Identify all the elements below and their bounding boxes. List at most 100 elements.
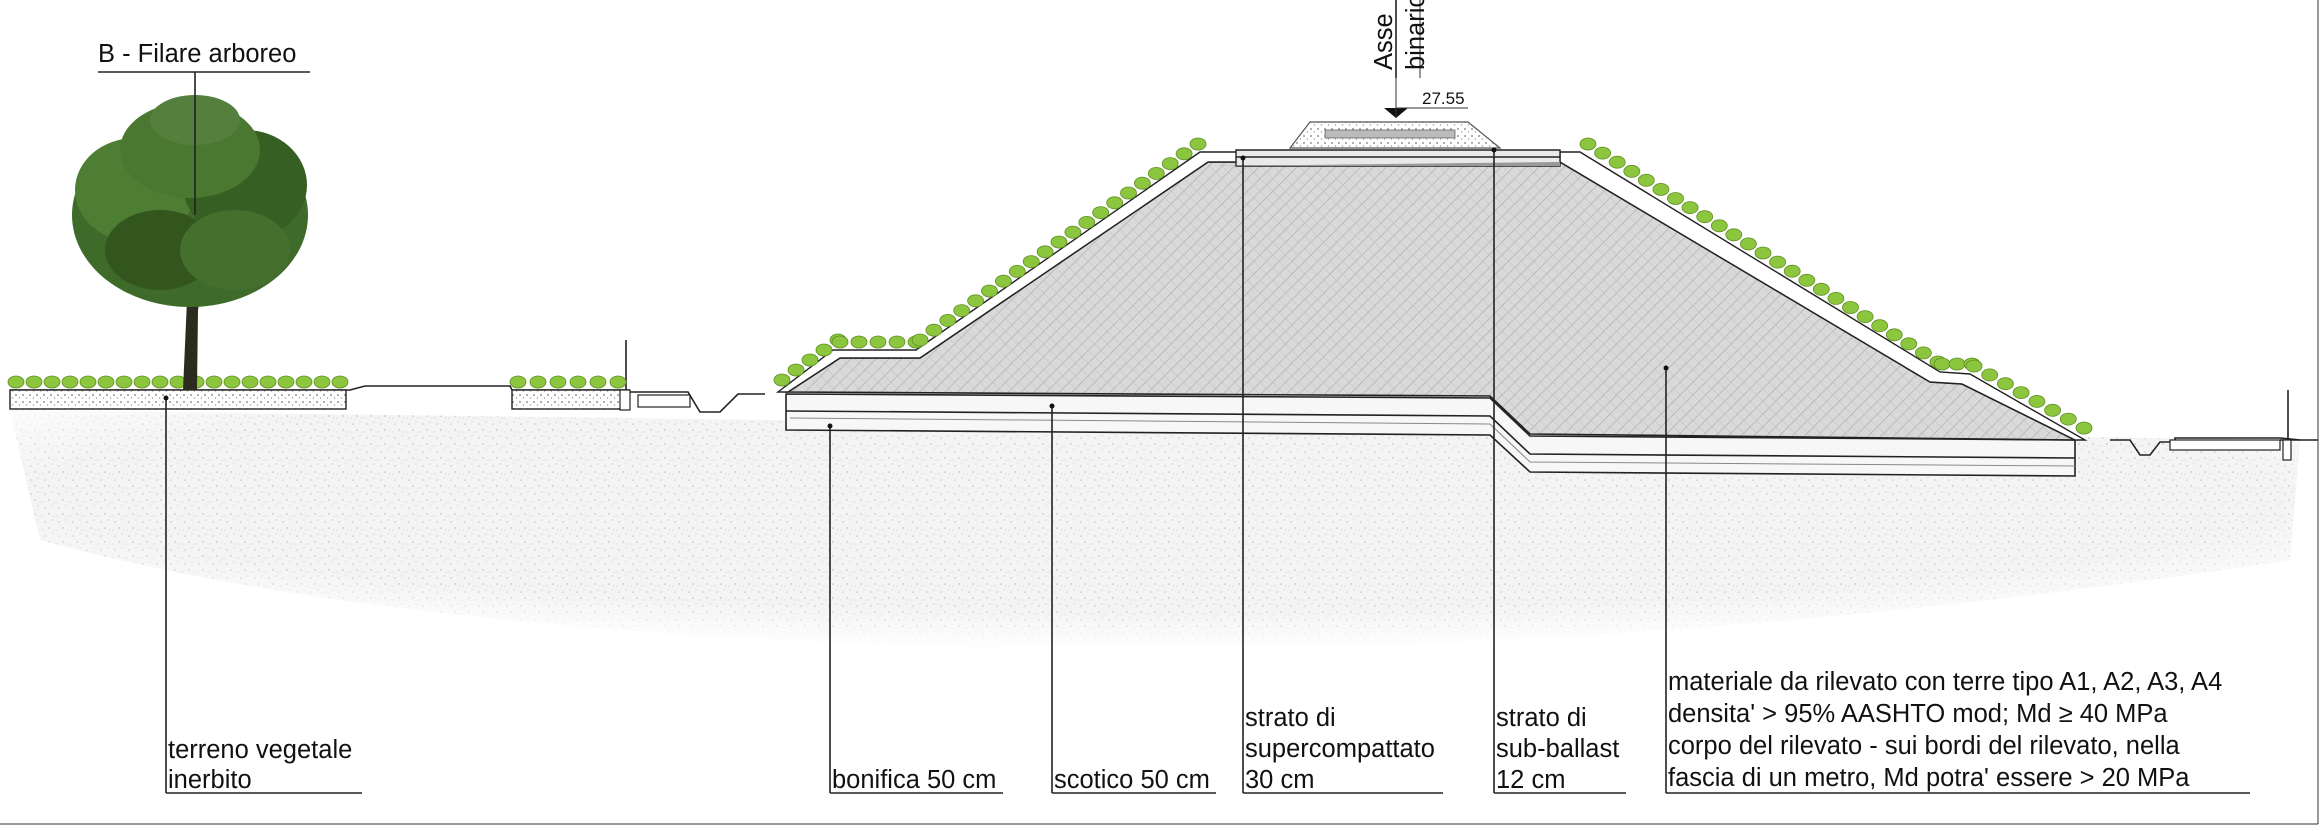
label-materiale-line4: fascia di un metro, Md potra' essere > 2… [1668,764,2190,792]
label-materiale-line2: densita' > 95% AASHTO mod; Md ≥ 40 MPa [1668,700,2168,728]
grass-tuft [888,335,906,349]
grass-tuft [1900,337,1918,351]
label-scotico: scotico 50 cm [1054,766,1210,794]
grass-tuft [589,375,607,389]
grass-tuft [1623,164,1641,178]
grass-tuft [1147,166,1165,180]
grass-tufts [7,137,2093,435]
grass-tuft [295,375,313,389]
grass-tuft [1161,157,1179,171]
grass-tuft [1064,225,1082,239]
grass-tuft [1050,235,1068,249]
grass-tuft [1798,273,1816,287]
topsoil-strips [9,340,2292,461]
grass-tuft [313,375,331,389]
elevation-label: 27.55 [1422,89,1465,108]
grass-tuft [1652,182,1670,196]
embankment-body [775,151,2088,441]
grass-tuft [609,375,627,389]
grass-tuft [2044,403,2062,417]
grass-tuft [1740,237,1757,251]
label-bonifica: bonifica 50 cm [832,766,996,794]
grass-tuft [815,343,833,357]
grass-tuft [1134,176,1151,190]
grass-tuft [831,335,849,349]
grass-tuft [1022,255,1040,269]
grass-tuft [2075,421,2093,435]
grass-tuft [1175,147,1193,161]
label-subballast-line3: 12 cm [1496,766,1565,794]
label-supercompattato-line2: supercompattato [1245,735,1435,763]
grass-tuft [115,375,133,389]
grass-tuft [1933,357,1951,371]
grass-tuft [1092,206,1110,220]
grass-tuft [939,313,957,327]
grass-tuft [43,375,61,389]
grass-tuft [205,375,223,389]
grass-tuft [509,375,527,389]
grass-tuft [529,375,547,389]
grass-tuft [1783,264,1801,278]
section-title: B - Filare arboreo [98,40,296,68]
grass-tuft [1106,196,1123,210]
leader-lines [98,71,2250,794]
grass-tuft [911,333,929,347]
grass-tuft [1008,264,1026,278]
axis-label-line2: binario [1402,0,1430,70]
grass-tuft [1608,155,1626,169]
grass-tuft [981,284,998,298]
grass-tuft [1036,245,1054,259]
label-materiale-line3: corpo del rilevato - sui bordi del rilev… [1668,732,2180,760]
grass-tuft [1812,282,1830,296]
grass-tuft [1710,219,1728,233]
grass-tuft [1997,377,2014,391]
grass-tuft [151,375,169,389]
grass-tuft [2059,412,2077,426]
grass-tuft [1754,246,1772,260]
grass-tuft [549,375,567,389]
label-subballast-line1: strato di [1496,704,1587,732]
grass-tuft [1078,215,1096,229]
track-axis-marker: Asse binario 27.55 [1370,0,1468,118]
grass-tuft [25,375,43,389]
grass-tuft [7,375,25,389]
grass-tuft [2012,386,2030,400]
grass-tuft [1725,228,1743,242]
grass-tuft [1594,146,1611,160]
grass-tuft [773,373,791,387]
grass-tuft [1681,201,1699,215]
grass-tuft [801,353,819,367]
grass-tuft [1981,368,1999,382]
grass-tuft [1120,186,1137,200]
grass-tuft [1637,173,1655,187]
grass-tuft [97,375,115,389]
label-supercompattato-line1: strato di [1245,704,1336,732]
grass-tuft [787,363,805,377]
grass-tuft [223,375,241,389]
grass-tuft [1667,192,1684,205]
grass-tuft [1842,301,1859,314]
ballast [1288,121,1502,149]
grass-tuft [1827,291,1845,305]
label-subballast-line2: sub-ballast [1496,735,1619,763]
label-supercompattato-line3: 30 cm [1245,766,1314,794]
label-terreno-line1: terreno vegetale [168,736,352,764]
grass-tuft [1885,328,1903,342]
grass-tuft [259,375,277,389]
grass-tuft [1948,357,1966,371]
grass-tuft [1871,319,1889,333]
label-terreno-line2: inerbito [168,766,252,794]
grass-tuft [331,375,349,389]
grass-tuft [79,375,97,389]
grass-tuft [869,335,887,349]
grass-tuft [1915,346,1932,360]
grass-tuft [1579,137,1597,151]
grass-tuft [2028,394,2046,408]
grass-tuft [569,375,587,389]
grass-tuft [1189,137,1207,151]
grass-tuft [277,375,295,389]
grass-tuft [850,335,868,349]
grass-tuft [967,294,984,308]
crest-layers [1210,149,1561,167]
